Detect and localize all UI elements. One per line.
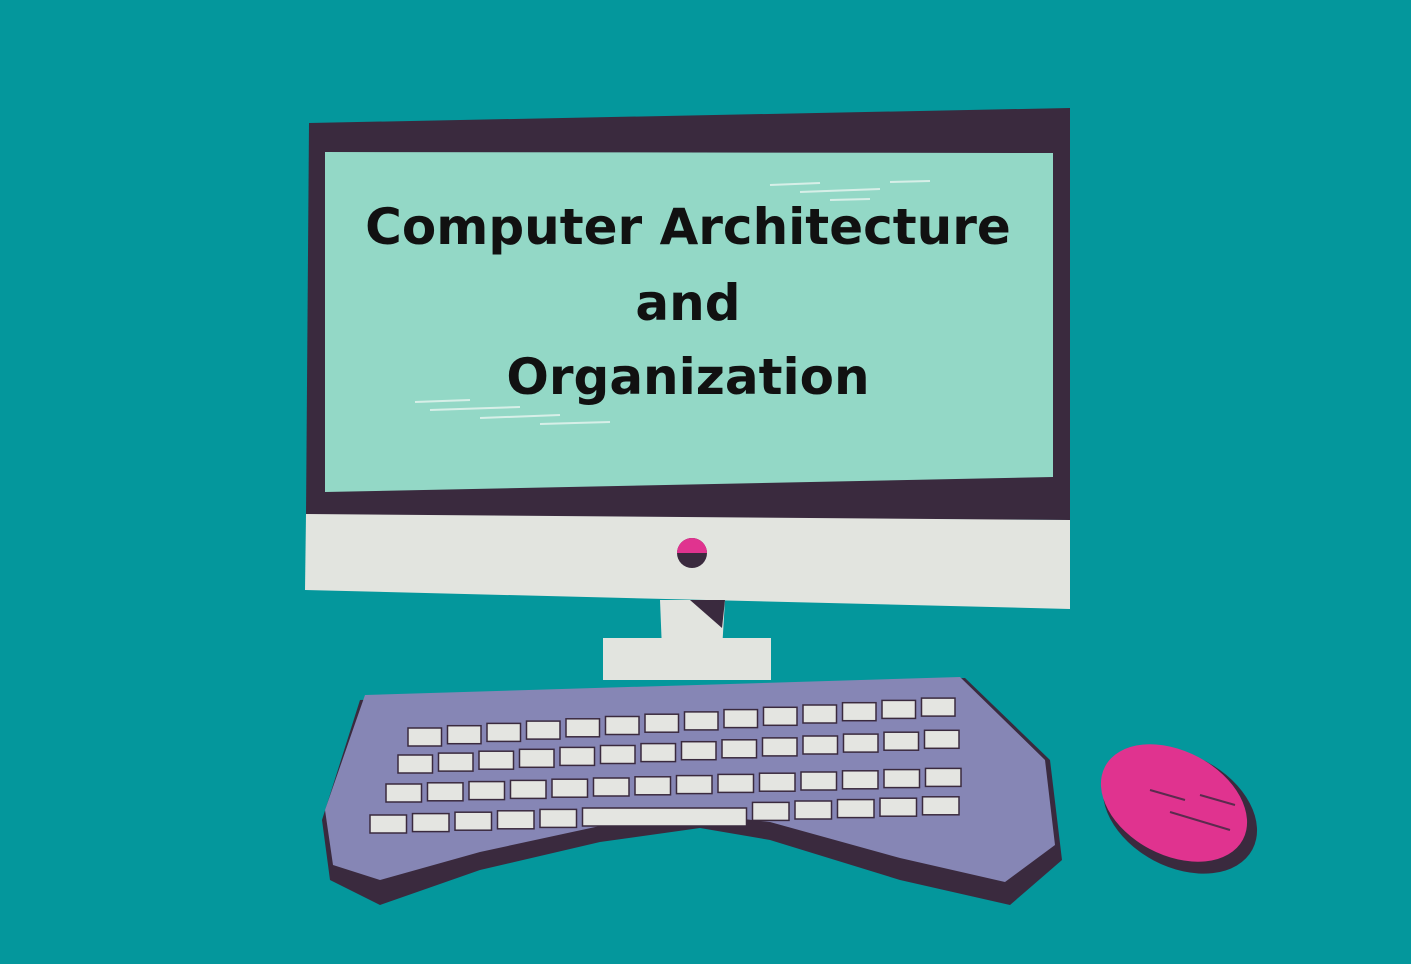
keyboard-key	[841, 701, 877, 722]
keyboard-key	[921, 796, 960, 816]
keyboard-key	[842, 733, 879, 753]
keyboard-key	[883, 768, 921, 789]
keyboard-key	[592, 777, 630, 797]
keyboard-key	[437, 752, 474, 772]
keyboard-key	[634, 776, 672, 796]
keyboard-key	[883, 731, 920, 751]
keyboard-key	[723, 708, 759, 729]
keyboard-key	[879, 797, 918, 817]
screen-title-line-2: and	[635, 274, 741, 332]
keyboard-key	[604, 715, 640, 736]
keyboard-key	[559, 746, 596, 767]
keyboard-key	[496, 810, 535, 830]
keyboard-key	[525, 720, 561, 740]
keyboard-key	[836, 798, 875, 819]
keyboard-key	[599, 744, 636, 765]
keyboard-keys	[369, 697, 962, 834]
keyboard-key	[683, 711, 719, 731]
keyboard-key	[841, 770, 879, 790]
keyboard-key	[644, 713, 680, 733]
keyboard-key	[758, 772, 796, 792]
keyboard-key	[680, 740, 717, 761]
keyboard-key	[411, 812, 450, 833]
keyboard-key	[369, 814, 408, 834]
keyboard-key	[920, 697, 956, 717]
keyboard-key	[800, 771, 838, 791]
keyboard-key	[509, 779, 547, 800]
keyboard-key	[426, 782, 464, 802]
screen-title-line-1: Computer Architecture	[365, 198, 1011, 256]
keyboard-key	[486, 722, 522, 743]
keyboard-key	[924, 767, 962, 788]
monitor-stand-base	[603, 638, 771, 680]
keyboard-key	[721, 739, 758, 759]
keyboard-key	[802, 704, 838, 724]
keyboard-key	[923, 729, 960, 750]
keyboard-key	[397, 754, 434, 774]
space-key	[581, 807, 748, 827]
screen-title-line-3: Organization	[506, 348, 870, 406]
keyboard-key	[468, 780, 506, 801]
keyboard-key	[539, 808, 578, 829]
monitor-stand-shadow	[690, 600, 725, 628]
keyboard-key	[518, 748, 555, 769]
keyboard-key	[761, 737, 798, 757]
keyboard-key	[446, 724, 482, 745]
keyboard-key	[751, 801, 790, 822]
keyboard-key	[794, 800, 833, 820]
keyboard-key	[478, 750, 515, 770]
screen-texture	[414, 180, 931, 425]
keyboard-key	[385, 783, 423, 803]
keyboard-key	[454, 811, 493, 831]
keyboard-key	[640, 742, 677, 763]
keyboard-key	[802, 735, 839, 755]
keyboard-key	[675, 774, 713, 795]
keyboard-key	[717, 773, 755, 794]
mouse-icon	[1100, 744, 1258, 874]
keyboard-key	[551, 778, 589, 798]
keyboard-key	[565, 718, 601, 738]
keyboard-key	[881, 699, 917, 720]
power-button-icon	[677, 538, 707, 568]
keyboard-key	[407, 727, 443, 747]
keyboard-key	[762, 706, 798, 727]
